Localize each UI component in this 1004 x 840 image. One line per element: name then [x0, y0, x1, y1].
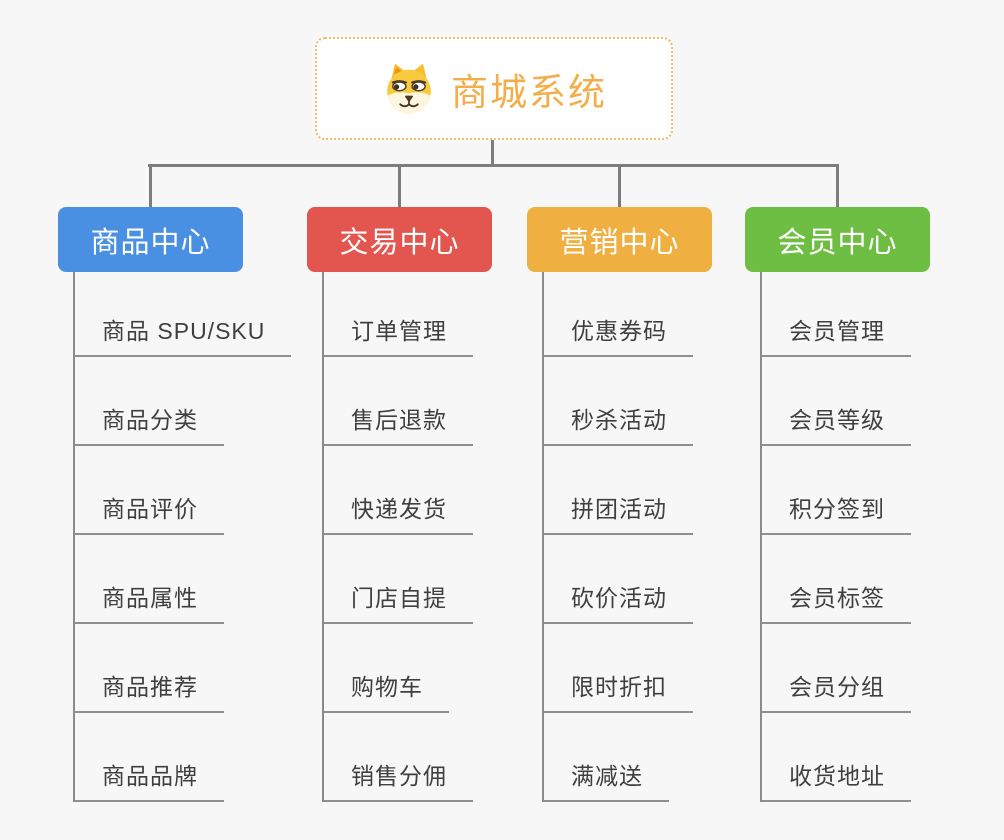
- leaf-node[interactable]: 商品推荐: [75, 671, 224, 713]
- branch-column-member: 会员管理 会员等级 积分签到 会员标签 会员分组 收货地址: [760, 272, 911, 802]
- branch-node-product-center[interactable]: 商品中心: [58, 207, 243, 272]
- leaf-node[interactable]: 拼团活动: [544, 493, 693, 535]
- leaf-node[interactable]: 秒杀活动: [544, 404, 693, 446]
- leaf-node[interactable]: 会员等级: [762, 404, 911, 446]
- branch-node-member-center[interactable]: 会员中心: [745, 207, 930, 272]
- branch-column-trade: 订单管理 售后退款 快递发货 门店自提 购物车 销售分佣: [322, 272, 473, 802]
- connector-drop-trade: [398, 166, 401, 208]
- leaf-node[interactable]: 满减送: [544, 760, 669, 802]
- leaf-node[interactable]: 销售分佣: [324, 760, 473, 802]
- leaf-node[interactable]: 商品品牌: [75, 760, 224, 802]
- leaf-node[interactable]: 会员标签: [762, 582, 911, 624]
- leaf-node[interactable]: 会员分组: [762, 671, 911, 713]
- connector-drop-member: [836, 166, 839, 208]
- leaf-node[interactable]: 门店自提: [324, 582, 473, 624]
- branch-node-trade-center[interactable]: 交易中心: [307, 207, 492, 272]
- leaf-node[interactable]: 限时折扣: [544, 671, 693, 713]
- branch-column-product: 商品 SPU/SKU 商品分类 商品评价 商品属性 商品推荐 商品品牌: [73, 272, 292, 802]
- connector-rail: [148, 164, 839, 167]
- root-title: 商城系统: [451, 71, 607, 113]
- connector-drop-market: [618, 166, 621, 208]
- connector-drop-product: [149, 166, 152, 208]
- leaf-node[interactable]: 快递发货: [324, 493, 473, 535]
- branch-column-marketing: 优惠券码 秒杀活动 拼团活动 砍价活动 限时折扣 满减送: [542, 272, 693, 802]
- dog-face-icon: [381, 61, 437, 117]
- leaf-node[interactable]: 优惠券码: [544, 315, 693, 357]
- leaf-node[interactable]: 积分签到: [762, 493, 911, 535]
- leaf-node[interactable]: 砍价活动: [544, 582, 693, 624]
- leaf-node[interactable]: 收货地址: [762, 760, 911, 802]
- leaf-node[interactable]: 订单管理: [324, 315, 473, 357]
- leaf-node[interactable]: 购物车: [324, 671, 449, 713]
- leaf-node[interactable]: 商品属性: [75, 582, 224, 624]
- leaf-node[interactable]: 会员管理: [762, 315, 911, 357]
- root-node[interactable]: 商城系统: [315, 37, 673, 140]
- leaf-node[interactable]: 商品 SPU/SKU: [75, 315, 292, 357]
- connector-root-stem: [491, 140, 494, 167]
- leaf-node[interactable]: 商品评价: [75, 493, 224, 535]
- leaf-node[interactable]: 商品分类: [75, 404, 224, 446]
- leaf-node[interactable]: 售后退款: [324, 404, 473, 446]
- branch-node-marketing-center[interactable]: 营销中心: [527, 207, 712, 272]
